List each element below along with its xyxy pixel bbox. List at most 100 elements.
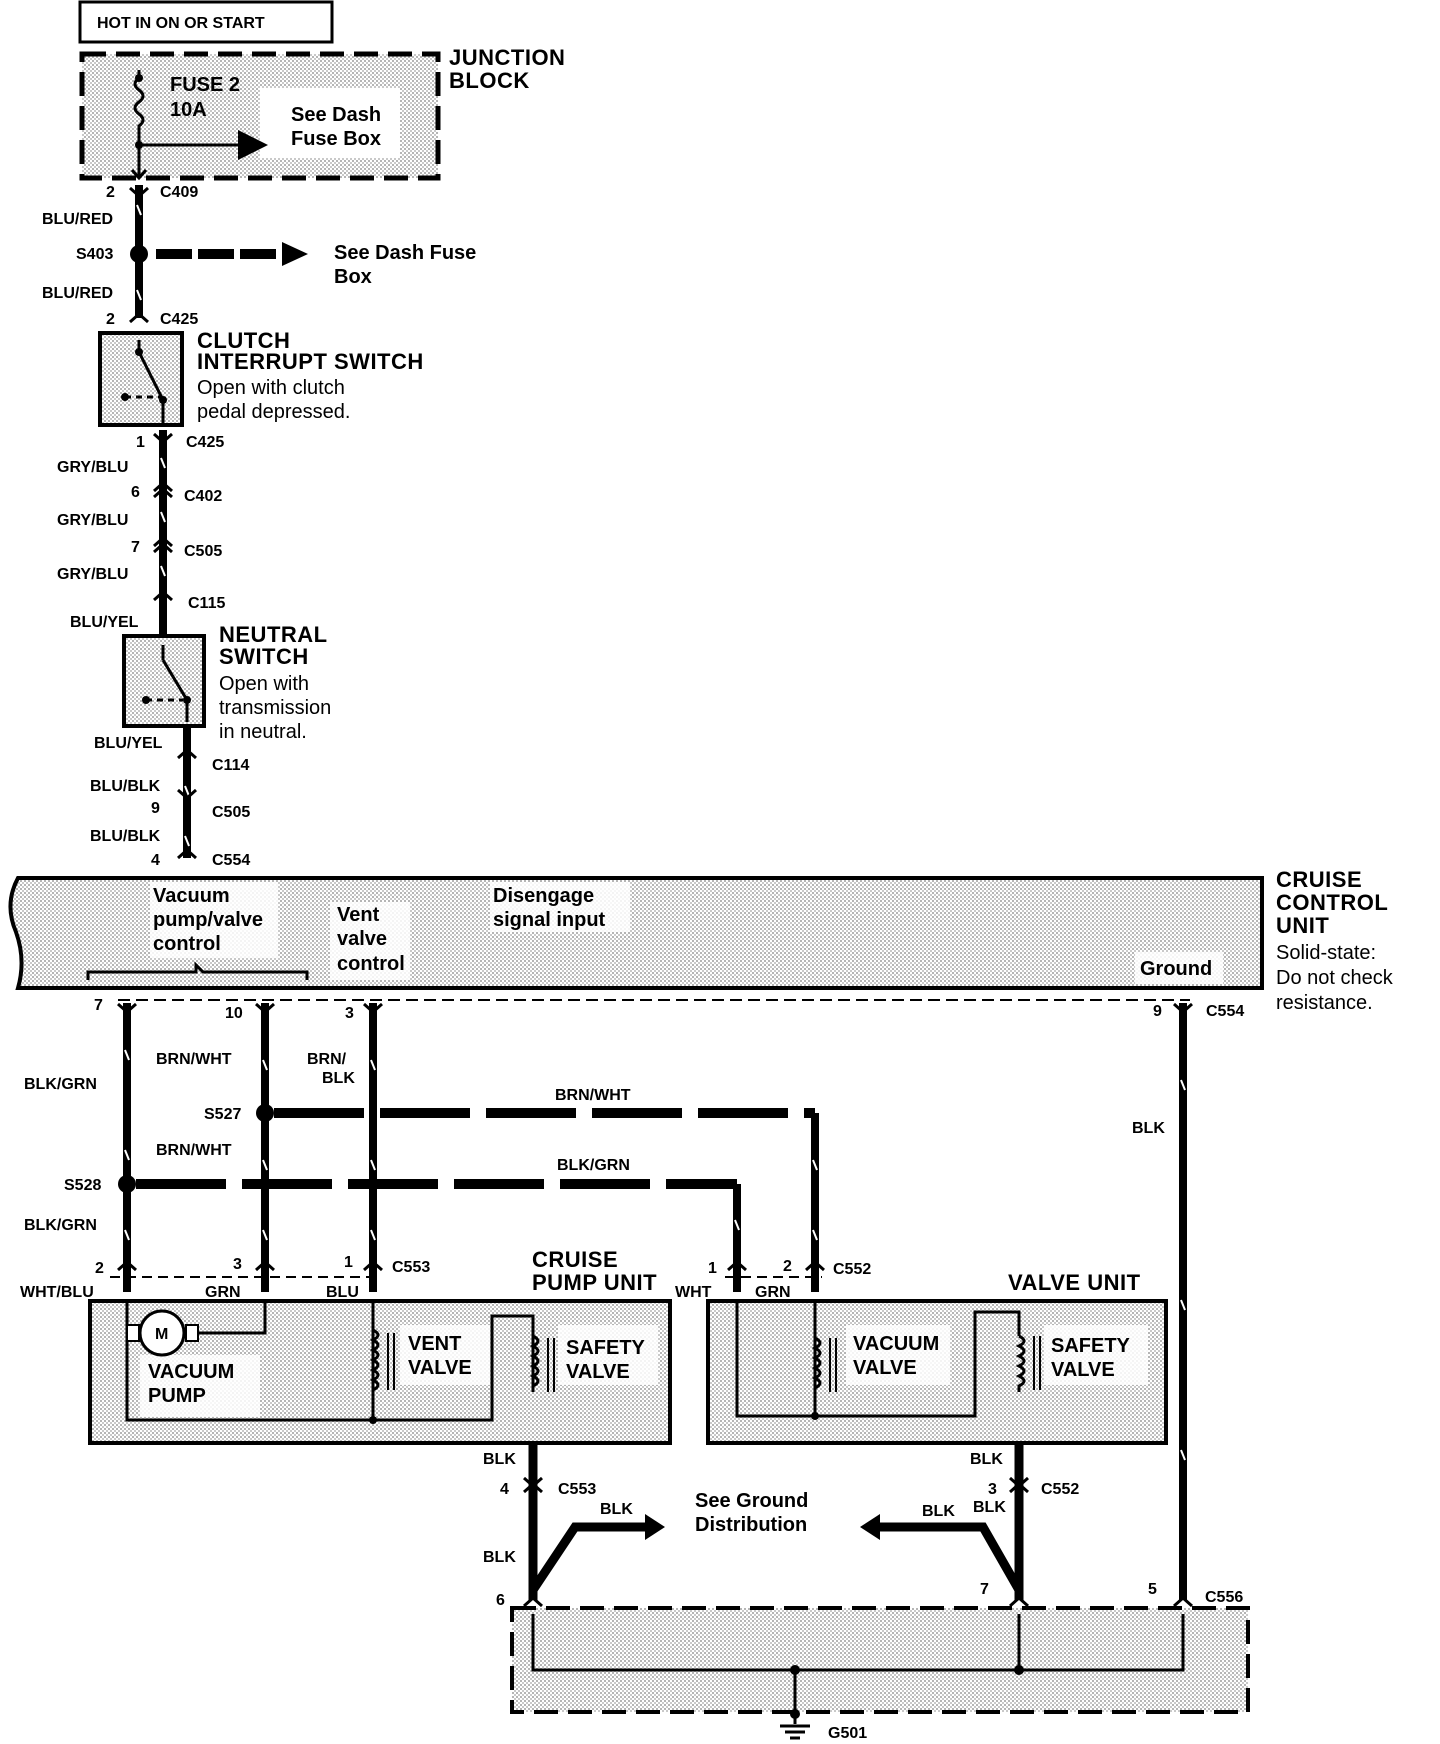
connector-c552-2: C552 [1041, 1481, 1079, 1498]
wire-label-gry-blu-3: GRY/BLU [57, 566, 128, 583]
power-label-box: HOT IN ON OR START [78, 0, 334, 44]
s403-note-2: Box [334, 266, 372, 288]
connector-c556: C556 [1205, 1589, 1243, 1606]
s403-note: See Dash Fuse [334, 242, 476, 264]
wire-label-brn-wht-3: BRN/WHT [555, 1087, 631, 1104]
valve-unit-safety-coil-icon [1015, 1334, 1041, 1392]
pin-label: 10 [225, 1005, 243, 1022]
connector-c505: C505 [184, 543, 222, 560]
ground-g501-label: G501 [828, 1725, 867, 1742]
ground-arrow-left-icon [645, 1514, 665, 1540]
cruise-control-unit-desc: Solid-state: [1276, 942, 1376, 964]
pin-label: 7 [94, 997, 103, 1014]
wire-label-wht: WHT [675, 1284, 712, 1301]
vacuum-pump-label: VACUUM [148, 1361, 234, 1383]
ground-distribution-note: See Ground [695, 1490, 808, 1512]
wire-label-grn-2: GRN [755, 1284, 791, 1301]
vent-control-label: Vent [337, 904, 380, 926]
fuse-icon [133, 70, 145, 176]
pin-label: 7 [980, 1581, 989, 1598]
cruise-pump-unit: M VACUUM PUMP VENT VALVE SAFETY VALVE [88, 1299, 672, 1445]
connector-symbols-ground [523, 1476, 1193, 1608]
wire-label-blk-grn-2: BLK/GRN [24, 1217, 97, 1234]
connector-c553: C553 [392, 1259, 430, 1276]
pin-label: 9 [151, 800, 160, 817]
wire-label-blk-6: BLK [922, 1503, 955, 1520]
neutral-switch-desc: Open with [219, 673, 309, 695]
connector-symbols-lower [117, 1002, 1193, 1272]
wire-label-blk-2: BLK [483, 1451, 516, 1468]
cruise-control-unit-title: CRUISE [1276, 867, 1362, 892]
valve-unit-safety-label: SAFETY [1051, 1335, 1131, 1357]
clutch-switch-title-2: INTERRUPT SWITCH [197, 349, 424, 374]
ground-wires [528, 1445, 1024, 1600]
neutral-switch-title: NEUTRAL [219, 622, 328, 647]
clutch-switch-title: CLUTCH [197, 328, 290, 353]
pin-label: 2 [106, 184, 115, 201]
connector-c114: C114 [212, 757, 249, 774]
connector-c402: C402 [184, 488, 222, 505]
ground-distribution-note-2: Distribution [695, 1514, 807, 1536]
fuse-rating: 10A [170, 99, 207, 121]
pin-label: 3 [233, 1256, 242, 1273]
vent-valve-coil-icon [369, 1328, 395, 1392]
wire-label-blu-red: BLU/RED [42, 211, 113, 228]
connector-c115: C115 [188, 595, 225, 612]
splice-s403-label: S403 [76, 246, 113, 263]
clutch-switch-desc-2: pedal depressed. [197, 401, 350, 423]
ground-block [510, 1606, 1250, 1724]
wire-label-blk: BLK [1132, 1120, 1165, 1137]
vent-control-label-2: valve [337, 928, 387, 950]
wire-label-blk-3: BLK [600, 1501, 633, 1518]
pin-label: 5 [1148, 1581, 1157, 1598]
arrow-right-icon [282, 242, 308, 266]
vacuum-control-label-3: control [153, 933, 221, 955]
pin-label: 7 [131, 539, 140, 556]
connector-c552: C552 [833, 1261, 871, 1278]
safety-valve-label-2: VALVE [566, 1361, 630, 1383]
wire-label-blk-4: BLK [483, 1549, 516, 1566]
pin-label: 4 [151, 852, 160, 869]
connector-c553-2: C553 [558, 1481, 596, 1498]
valve-unit-title: VALVE UNIT [1008, 1270, 1141, 1295]
wire-label-brn-wht-2: BRN/WHT [156, 1142, 232, 1159]
wire-label-wht-blu: WHT/BLU [20, 1284, 94, 1301]
wire-label-blu-blk: BLU/BLK [90, 778, 161, 795]
wire-label-blk-5: BLK [970, 1451, 1003, 1468]
connector-c409: C409 [160, 184, 198, 201]
switch-contact-icon [161, 659, 189, 701]
disengage-label: Disengage [493, 885, 594, 907]
splice-s403: S403 See Dash Fuse Box [76, 242, 476, 288]
wire-label-blu-yel: BLU/YEL [70, 614, 139, 631]
pin-label: 3 [345, 1005, 354, 1022]
vacuum-valve-coil-icon [811, 1336, 837, 1392]
cruise-pump-unit-title-2: PUMP UNIT [532, 1270, 657, 1295]
clutch-switch-desc: Open with clutch [197, 377, 345, 399]
vacuum-valve-label-2: VALVE [853, 1357, 917, 1379]
pin-label: 4 [500, 1481, 509, 1498]
ground-symbol-icon [780, 1724, 810, 1740]
cruise-control-unit-title-3: UNIT [1276, 913, 1329, 938]
vent-control-label-3: control [337, 953, 405, 975]
neutral-switch-desc-2: transmission [219, 697, 331, 719]
clutch-interrupt-switch: CLUTCH INTERRUPT SWITCH Open with clutch… [98, 328, 424, 427]
wire-label-brn-blk: BRN/ [307, 1051, 347, 1068]
fuse-label: FUSE 2 [170, 74, 240, 96]
disengage-label-2: signal input [493, 909, 606, 931]
pin-label: 6 [131, 484, 140, 501]
pin-label: 3 [988, 1481, 997, 1498]
wire-label-blu-red-2: BLU/RED [42, 285, 113, 302]
junction-note: See Dash [291, 104, 381, 126]
junction-block-title-2: BLOCK [449, 68, 530, 93]
vacuum-control-label: Vacuum [153, 885, 230, 907]
pin-label: 6 [496, 1592, 505, 1609]
connector-c554-2: C554 [1206, 1003, 1244, 1020]
ground-label: Ground [1140, 958, 1212, 980]
switch-contact-icon [137, 351, 165, 401]
splice-s527-label: S527 [204, 1106, 241, 1123]
wire-label-gry-blu: GRY/BLU [57, 459, 128, 476]
vacuum-pump-label-2: PUMP [148, 1385, 206, 1407]
wire-label-gry-blu-2: GRY/BLU [57, 512, 128, 529]
wire-label-blu: BLU [326, 1284, 359, 1301]
vent-valve-label: VENT [408, 1333, 461, 1355]
